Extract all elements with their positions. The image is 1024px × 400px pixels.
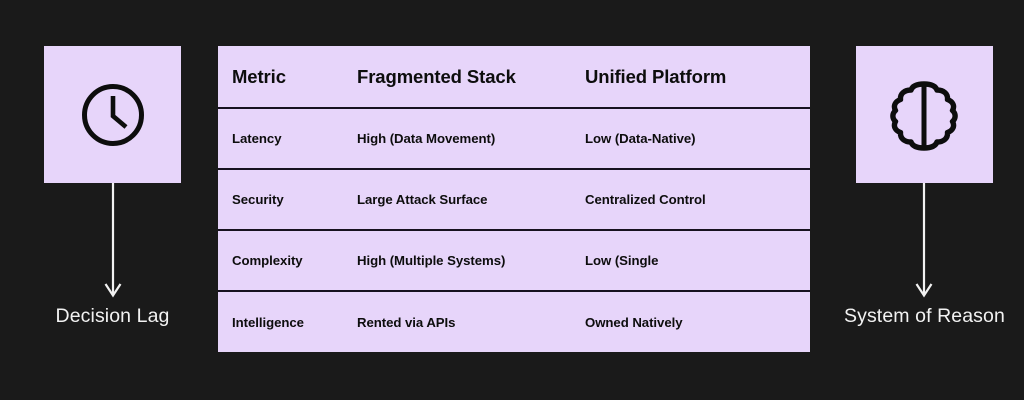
cell-unified: Low (Data-Native) bbox=[571, 108, 810, 170]
cell-fragmented: High (Multiple Systems) bbox=[343, 230, 571, 292]
clock-icon bbox=[81, 83, 144, 146]
table-header-row: Metric Fragmented Stack Unified Platform bbox=[218, 46, 810, 109]
cell-unified: Owned Natively bbox=[571, 291, 810, 352]
table-row: Complexity High (Multiple Systems) Low (… bbox=[218, 230, 810, 292]
brain-icon-card bbox=[855, 46, 993, 183]
right-panel: System of Reason bbox=[844, 46, 1005, 328]
cell-metric: Security bbox=[218, 169, 343, 231]
column-header-unified-platform: Unified Platform bbox=[571, 46, 810, 109]
column-header-fragmented-stack: Fragmented Stack bbox=[343, 46, 571, 109]
brain-icon bbox=[890, 80, 959, 151]
cell-metric: Complexity bbox=[218, 230, 343, 292]
right-panel-label: System of Reason bbox=[844, 305, 1005, 327]
left-panel-label: Decision Lag bbox=[55, 305, 170, 327]
table-header: Metric Fragmented Stack Unified Platform bbox=[218, 46, 810, 109]
table-row: Intelligence Rented via APIs Owned Nativ… bbox=[218, 291, 810, 352]
cell-fragmented: Large Attack Surface bbox=[343, 169, 571, 231]
cell-metric: Latency bbox=[218, 108, 343, 170]
table-body: Latency High (Data Movement) Low (Data-N… bbox=[218, 108, 810, 352]
right-down-arrow-icon bbox=[916, 183, 933, 298]
left-down-arrow-icon bbox=[104, 183, 121, 298]
comparison-table-container: Metric Fragmented Stack Unified Platform… bbox=[218, 46, 810, 352]
left-panel: Decision Lag bbox=[44, 46, 181, 328]
table-row: Latency High (Data Movement) Low (Data-N… bbox=[218, 108, 810, 170]
column-header-metric: Metric bbox=[218, 46, 343, 109]
cell-metric: Intelligence bbox=[218, 291, 343, 352]
cell-unified: Centralized Control bbox=[571, 169, 810, 231]
cell-fragmented: High (Data Movement) bbox=[343, 108, 571, 170]
table-row: Security Large Attack Surface Centralize… bbox=[218, 169, 810, 231]
cell-unified: Low (Single bbox=[571, 230, 810, 292]
comparison-table: Metric Fragmented Stack Unified Platform… bbox=[218, 46, 810, 352]
clock-icon-card bbox=[44, 46, 181, 183]
cell-fragmented: Rented via APIs bbox=[343, 291, 571, 352]
